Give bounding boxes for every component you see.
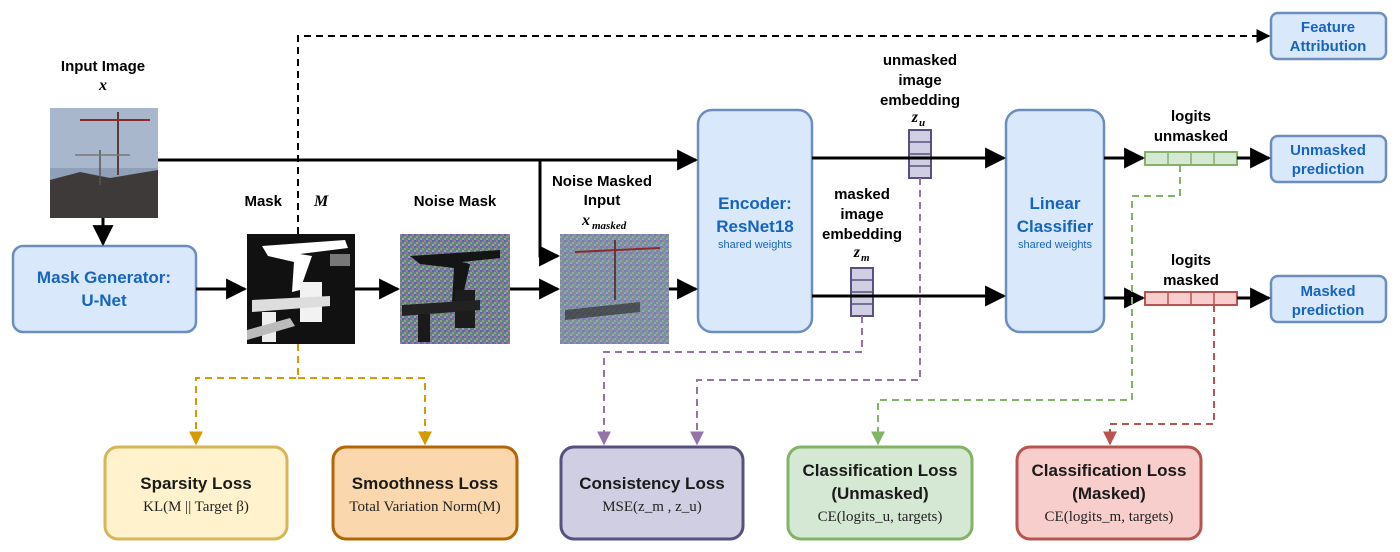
encoder-line1: Encoder: [718,194,792,213]
smoothness-loss-box: Smoothness Loss Total Variation Norm(M) [331,445,519,541]
mask-image [247,234,355,344]
unmasked-embedding-line2: image [898,72,941,89]
masked-embedding-line3: embedding [822,226,902,243]
unmasked-embedding-vector [908,129,932,179]
mask-loss-arrows [189,344,432,446]
classifier-line2: Classifier [1017,217,1094,236]
consistency-loss-box: Consistency Loss MSE(z_m , z_u) [559,445,745,541]
masked-embedding-line2: image [840,206,883,223]
input-image-title: Input Image [61,58,145,75]
masked-embedding-subscript: m [861,252,870,264]
input-image [50,108,158,218]
classification-loss-masked-box: Classification Loss (Masked) CE(logits_m… [1015,445,1203,541]
consistency-loss-title: Consistency Loss [579,474,725,493]
arrow-mask-to-feature-attribution [297,29,1271,234]
classification-loss-unmasked-line1: Classification Loss [803,461,958,480]
masked-prediction-line2: prediction [1292,302,1365,319]
feature-attribution-line1: Feature [1301,19,1355,36]
smoothness-loss-formula: Total Variation Norm(M) [349,499,500,515]
logits-unmasked-line1: logits [1171,108,1211,125]
masked-prediction-line1: Masked [1300,283,1355,300]
mask-generator-line1: Mask Generator: [37,268,171,287]
logits-unmasked-line2: unmasked [1154,128,1228,145]
noise-mask-image [400,234,510,344]
unmasked-prediction-line2: prediction [1292,161,1365,178]
masked-embedding-symbol: z [853,244,861,261]
sparsity-loss-box: Sparsity Loss KL(M || Target β) [103,445,289,541]
classification-loss-masked-formula: CE(logits_m, targets) [1045,509,1174,525]
noise-masked-input-subscript: masked [592,220,627,232]
consistency-loss-formula: MSE(z_m , z_u) [602,499,702,515]
noise-masked-input-image [560,234,669,344]
input-image-symbol: x [98,77,107,94]
unmasked-embedding-line3: embedding [880,92,960,109]
logits-unmasked-vector [1144,151,1238,166]
arrow-zu-to-consistency [690,178,921,446]
mask-generator-line2: U-Net [81,291,127,310]
consistency-arrows [597,178,921,446]
mask-generator-box [11,244,198,334]
noise-masked-input-symbol: x [581,212,590,229]
unmasked-embedding-subscript: u [919,117,925,129]
arrow-zm-to-consistency [597,316,863,446]
classification-loss-unmasked-line2: (Unmasked) [831,484,928,503]
classification-loss-unmasked-box: Classification Loss (Unmasked) CE(logits… [786,445,974,541]
encoder-line2: ResNet18 [716,217,794,236]
classifier-line1: Linear [1029,194,1080,213]
unmasked-embedding-symbol: z [911,109,919,126]
classification-loss-unmasked-formula: CE(logits_u, targets) [818,509,943,525]
arrow-mask-to-smoothness [298,377,432,446]
classifier-note: shared weights [1018,239,1092,251]
masked-embedding-line1: masked [834,186,890,203]
arrow-mask-to-sparsity [189,344,299,446]
noise-masked-input-line2: Input [584,192,621,209]
logits-masked-line1: logits [1171,252,1211,269]
arrow-input-to-masked-input [538,160,561,267]
encoder-box [696,108,814,334]
noise-masked-input-line1: Noise Masked [552,173,652,190]
arrow-logits-to-classification-unmasked [871,165,1181,446]
noise-mask-title: Noise Mask [414,193,497,210]
feature-attribution-line2: Attribution [1290,38,1367,55]
classification-loss-masked-line1: Classification Loss [1032,461,1187,480]
classifier-box [1004,108,1106,334]
feature-attribution-box [1269,11,1388,61]
encoder-note: shared weights [718,239,792,251]
sparsity-loss-title: Sparsity Loss [140,474,252,493]
main-flow-arrows [92,147,1272,309]
unmasked-prediction-line1: Unmasked [1290,142,1366,159]
logits-masked-line2: masked [1163,272,1219,289]
mask-title: Mask [244,193,282,210]
classification-loss-masked-line2: (Masked) [1072,484,1146,503]
sparsity-loss-formula: KL(M || Target β) [143,499,249,515]
mask-symbol: M [313,193,329,210]
smoothness-loss-title: Smoothness Loss [352,474,498,493]
unmasked-embedding-line1: unmasked [883,52,957,69]
logits-masked-vector [1144,291,1238,306]
arrow-logits-to-classification-masked [1103,305,1215,446]
masked-embedding-vector [850,267,874,317]
